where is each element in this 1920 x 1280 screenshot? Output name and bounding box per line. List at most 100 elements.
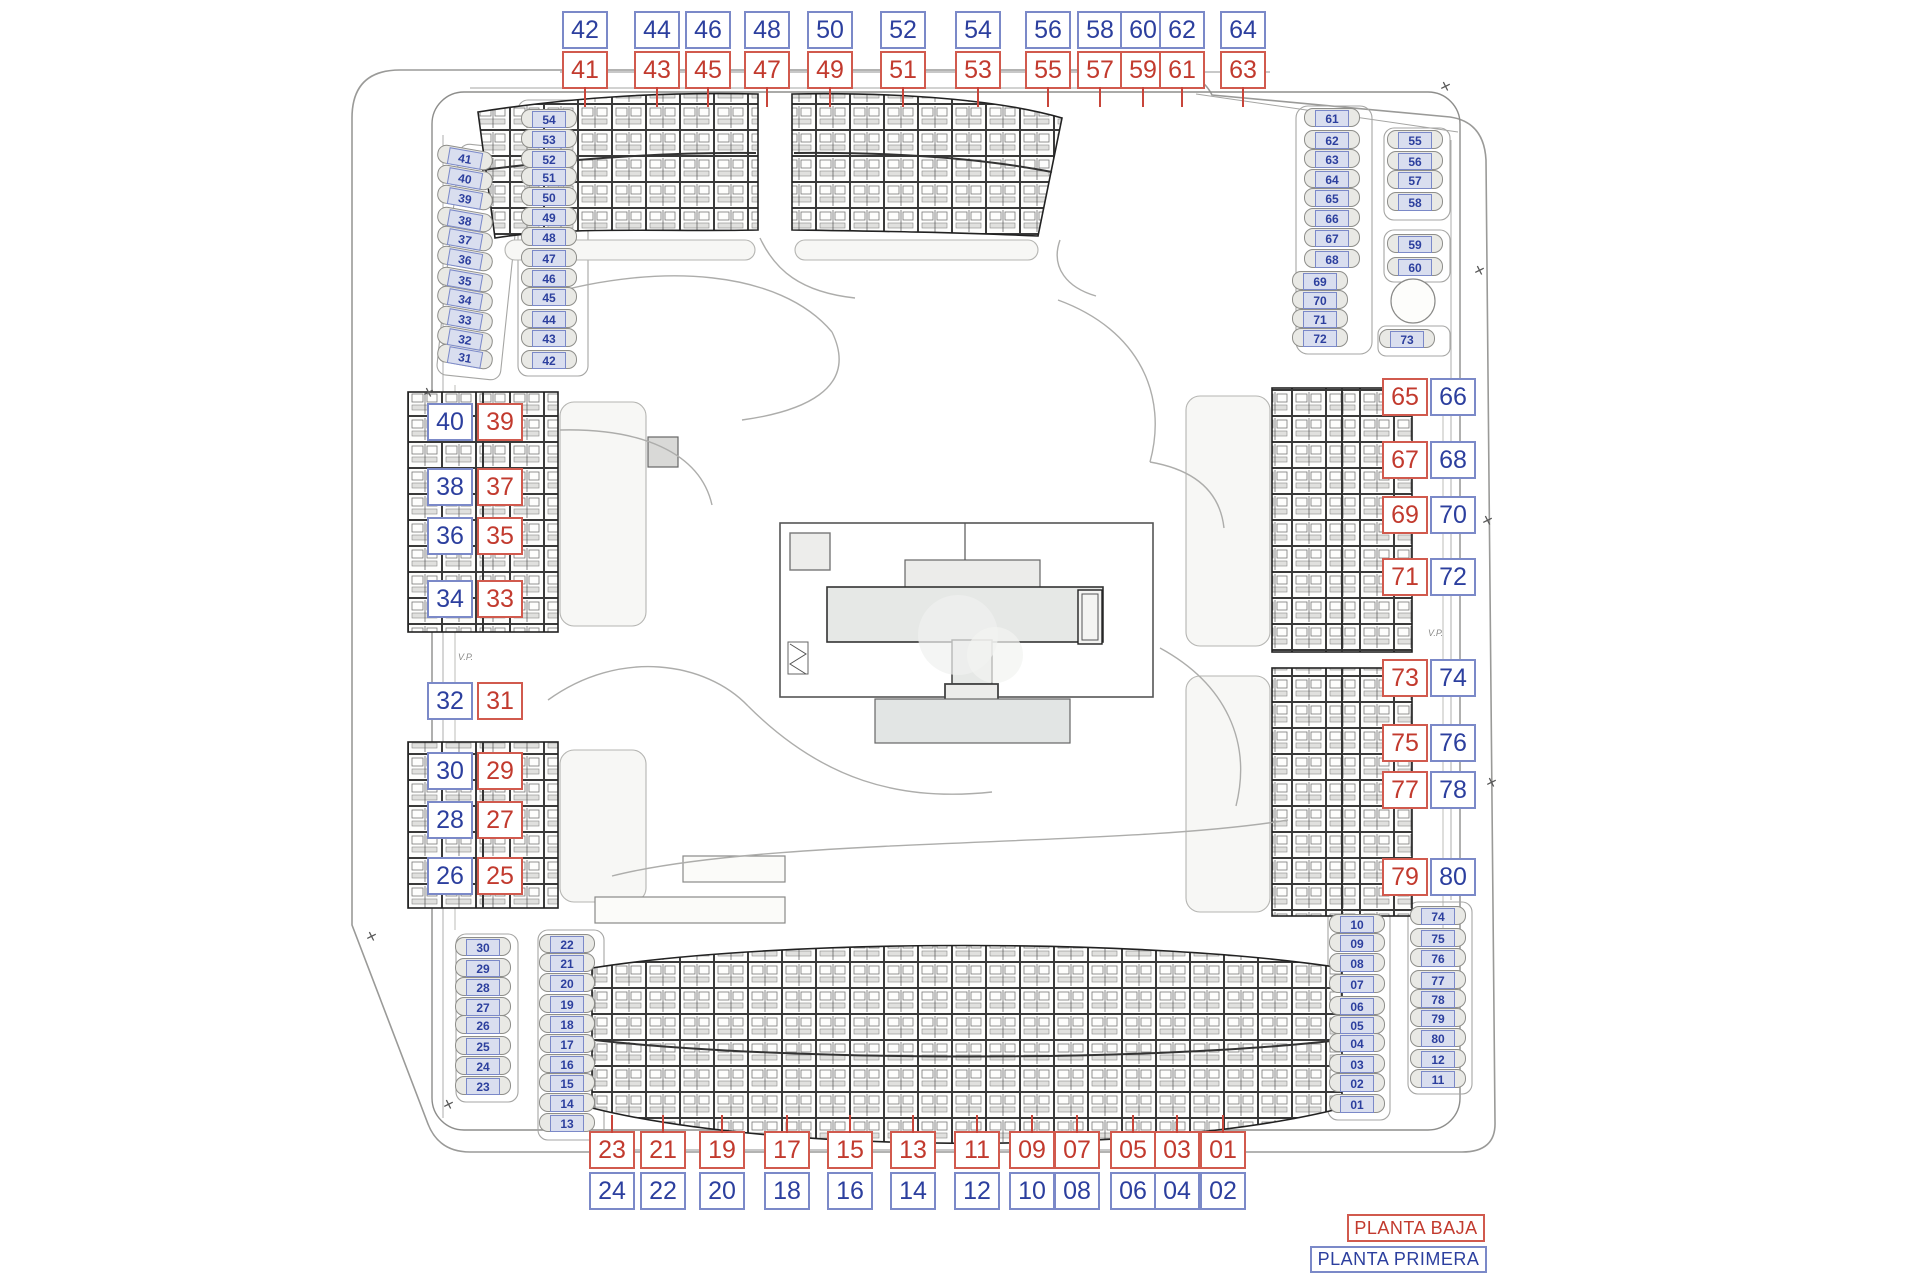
unit-label-08: 08 — [1054, 1172, 1100, 1210]
plan-annotation: V.P. — [458, 652, 474, 662]
unit-label-09: 09 — [1009, 1115, 1055, 1169]
parking-label-12: 12 — [1421, 1051, 1455, 1068]
unit-label-38: 38 — [427, 468, 473, 506]
unit-label-47: 47 — [744, 51, 790, 107]
parking-label-51: 51 — [532, 169, 566, 186]
unit-label-55: 55 — [1025, 51, 1071, 107]
parking-label-10: 10 — [1340, 916, 1374, 933]
unit-label-78: 78 — [1430, 771, 1476, 809]
parking-label-17: 17 — [550, 1036, 584, 1053]
parking-label-46: 46 — [532, 270, 566, 287]
parking-label-05: 05 — [1340, 1017, 1374, 1034]
parking-label-47: 47 — [532, 250, 566, 267]
parking-label-57: 57 — [1398, 172, 1432, 189]
unit-label-40: 40 — [427, 403, 473, 441]
parking-label-14: 14 — [550, 1095, 584, 1112]
unit-label-26: 26 — [427, 857, 473, 895]
unit-label-57: 57 — [1077, 51, 1123, 107]
parking-label-43: 43 — [532, 330, 566, 347]
unit-label-02: 02 — [1200, 1172, 1246, 1210]
parking-label-66: 66 — [1315, 210, 1349, 227]
unit-label-17: 17 — [764, 1115, 810, 1169]
parking-label-11: 11 — [1421, 1071, 1455, 1088]
unit-label-65: 65 — [1382, 378, 1428, 416]
parking-label-03: 03 — [1340, 1056, 1374, 1073]
unit-label-68: 68 — [1430, 441, 1476, 479]
unit-label-70: 70 — [1430, 496, 1476, 534]
unit-label-25: 25 — [477, 857, 523, 895]
parking-label-53: 53 — [532, 131, 566, 148]
unit-label-49: 49 — [807, 51, 853, 107]
unit-label-21: 21 — [640, 1115, 686, 1169]
unit-label-48: 48 — [744, 11, 790, 49]
unit-label-29: 29 — [477, 752, 523, 790]
unit-label-27: 27 — [477, 801, 523, 839]
parking-label-58: 58 — [1398, 194, 1432, 211]
parking-label-69: 69 — [1303, 273, 1337, 290]
unit-label-37: 37 — [477, 468, 523, 506]
unit-label-46: 46 — [685, 11, 731, 49]
unit-label-45: 45 — [685, 51, 731, 107]
unit-label-69: 69 — [1382, 496, 1428, 534]
parking-label-07: 07 — [1340, 976, 1374, 993]
survey-marker-icon: ✕ — [420, 383, 436, 402]
parking-label-68: 68 — [1315, 251, 1349, 268]
unit-label-13: 13 — [890, 1115, 936, 1169]
unit-label-56: 56 — [1025, 11, 1071, 49]
parking-label-30: 30 — [466, 939, 500, 956]
unit-label-51: 51 — [880, 51, 926, 107]
parking-label-21: 21 — [550, 955, 584, 972]
unit-label-75: 75 — [1382, 724, 1428, 762]
unit-label-28: 28 — [427, 801, 473, 839]
unit-label-19: 19 — [699, 1115, 745, 1169]
parking-label-45: 45 — [532, 289, 566, 306]
parking-label-01: 01 — [1340, 1096, 1374, 1113]
unit-label-31: 31 — [477, 682, 523, 720]
unit-label-11: 11 — [954, 1115, 1000, 1169]
parking-label-61: 61 — [1315, 110, 1349, 127]
unit-label-36: 36 — [427, 517, 473, 555]
unit-label-63: 63 — [1220, 51, 1266, 107]
unit-label-04: 04 — [1154, 1172, 1200, 1210]
unit-label-32: 32 — [427, 682, 473, 720]
unit-label-67: 67 — [1382, 441, 1428, 479]
unit-label-35: 35 — [477, 517, 523, 555]
parking-label-02: 02 — [1340, 1075, 1374, 1092]
parking-label-08: 08 — [1340, 955, 1374, 972]
parking-label-52: 52 — [532, 151, 566, 168]
parking-label-19: 19 — [550, 996, 584, 1013]
parking-label-77: 77 — [1421, 972, 1455, 989]
unit-label-76: 76 — [1430, 724, 1476, 762]
unit-label-72: 72 — [1430, 558, 1476, 596]
unit-label-54: 54 — [955, 11, 1001, 49]
survey-marker-icon: ✕ — [440, 1095, 456, 1114]
unit-label-73: 73 — [1382, 659, 1428, 697]
parking-label-15: 15 — [550, 1075, 584, 1092]
unit-label-07: 07 — [1054, 1115, 1100, 1169]
unit-label-10: 10 — [1009, 1172, 1055, 1210]
survey-marker-icon: ✕ — [363, 927, 379, 946]
legend-planta-primera: PLANTA PRIMERA — [1310, 1246, 1487, 1273]
parking-label-50: 50 — [532, 189, 566, 206]
unit-label-64: 64 — [1220, 11, 1266, 49]
parking-label-24: 24 — [466, 1058, 500, 1075]
parking-label-70: 70 — [1303, 292, 1337, 309]
parking-label-25: 25 — [466, 1038, 500, 1055]
parking-label-26: 26 — [466, 1017, 500, 1034]
parking-label-74: 74 — [1421, 908, 1455, 925]
unit-label-01: 01 — [1200, 1115, 1246, 1169]
unit-label-12: 12 — [954, 1172, 1000, 1210]
parking-label-16: 16 — [550, 1056, 584, 1073]
unit-label-23: 23 — [589, 1115, 635, 1169]
unit-label-30: 30 — [427, 752, 473, 790]
unit-label-15: 15 — [827, 1115, 873, 1169]
parking-label-63: 63 — [1315, 151, 1349, 168]
unit-label-22: 22 — [640, 1172, 686, 1210]
parking-label-27: 27 — [466, 999, 500, 1016]
parking-label-59: 59 — [1398, 236, 1432, 253]
unit-label-62: 62 — [1159, 11, 1205, 49]
unit-label-58: 58 — [1077, 11, 1123, 49]
unit-label-80: 80 — [1430, 858, 1476, 896]
parking-label-42: 42 — [532, 352, 566, 369]
unit-label-03: 03 — [1154, 1115, 1200, 1169]
